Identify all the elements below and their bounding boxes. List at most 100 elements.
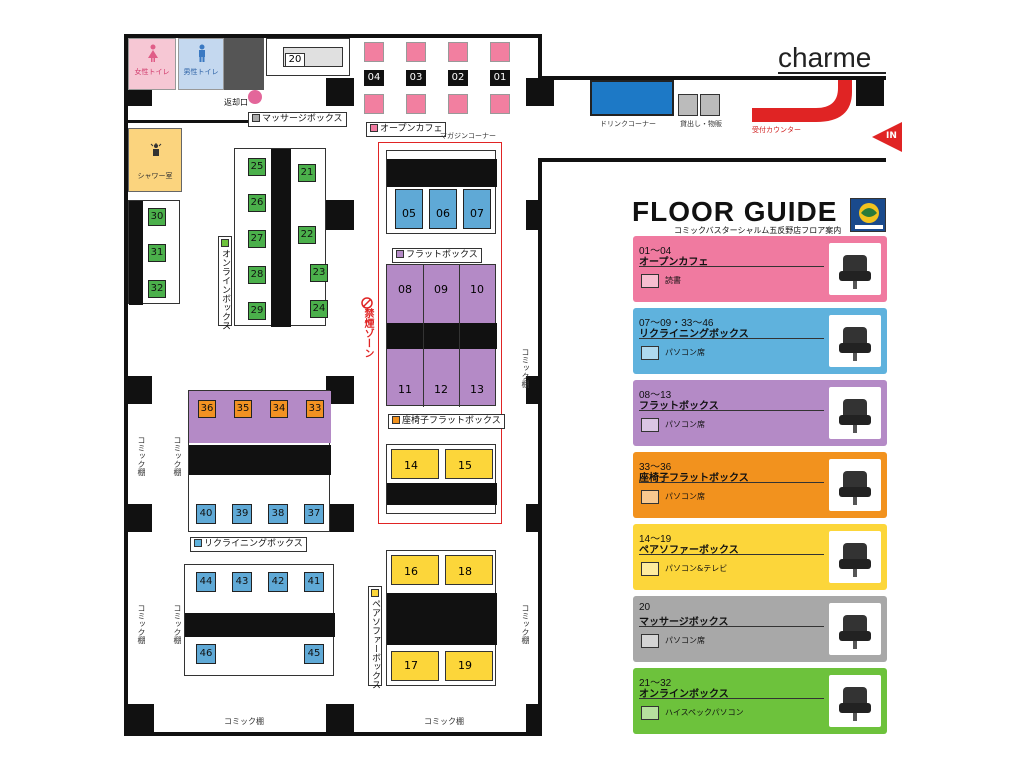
seat-45[interactable]: 45: [304, 644, 324, 664]
seat-layout-icon: [641, 706, 659, 720]
seat-layout-icon: [641, 562, 659, 576]
seat-29[interactable]: 29: [248, 302, 266, 320]
guide-card-name: オンラインボックス: [639, 689, 729, 700]
wall-right-lower: [538, 160, 542, 736]
guide-card-seat-numbers: 08～13: [639, 390, 672, 401]
seat-40[interactable]: 40: [196, 504, 216, 524]
guide-card-description: パソコン席: [665, 636, 705, 645]
seat-04[interactable]: 04: [364, 70, 384, 86]
chair-photo-icon: [829, 459, 881, 511]
comic-shelf-label: コミック棚: [521, 604, 530, 644]
seat-09[interactable]: 09: [434, 283, 448, 296]
zone-color-swatch: [221, 239, 229, 247]
wall-mid-right: [538, 158, 886, 162]
rental-shelf: [678, 94, 698, 116]
seat-03[interactable]: 03: [406, 70, 426, 86]
zone-color-swatch: [371, 589, 379, 597]
seat-23[interactable]: 23: [310, 264, 328, 282]
cafe-chair: [364, 42, 384, 62]
seat-02[interactable]: 02: [448, 70, 468, 86]
seat-25[interactable]: 25: [248, 158, 266, 176]
wall-top-right: [538, 76, 886, 80]
rental-shelf: [700, 94, 720, 116]
seat-35[interactable]: 35: [234, 400, 252, 418]
entrance-arrow: [872, 122, 902, 152]
seat-19[interactable]: 19: [458, 659, 472, 672]
seat-33[interactable]: 33: [306, 400, 324, 418]
sofa: [391, 449, 439, 479]
guide-card-name: オープンカフェ: [639, 257, 709, 268]
guide-card-description: ハイスペックパソコン: [665, 708, 744, 717]
seat-24[interactable]: 24: [310, 300, 328, 318]
guide-card-description: パソコン&テレビ: [665, 564, 728, 573]
seat-20[interactable]: 20: [285, 53, 305, 67]
zone-tag-massage: マッサージボックス: [248, 112, 347, 127]
recliner-chair: [463, 189, 491, 229]
seat-42[interactable]: 42: [268, 572, 288, 592]
guide-card-divider: [639, 338, 824, 339]
seat-26[interactable]: 26: [248, 194, 266, 212]
guide-card: 20 マッサージボックスパソコン席: [633, 596, 887, 662]
seat-08[interactable]: 08: [398, 283, 412, 296]
seat-41[interactable]: 41: [304, 572, 324, 592]
zone-color-swatch: [392, 416, 400, 424]
guide-card-description: 読書: [665, 276, 681, 285]
seat-44[interactable]: 44: [196, 572, 216, 592]
comic-shelf-label: コミック棚: [224, 717, 264, 726]
seat-37[interactable]: 37: [304, 504, 324, 524]
zone-tag-pair-sofa: ペアソファーボックス: [368, 586, 382, 689]
seat-38[interactable]: 38: [268, 504, 288, 524]
floor-guide-title: FLOOR GUIDE: [632, 196, 838, 227]
seat-31[interactable]: 31: [148, 244, 166, 262]
guide-card-description: パソコン席: [665, 420, 705, 429]
guide-card-divider: [639, 626, 824, 627]
seat-36[interactable]: 36: [198, 400, 216, 418]
wall-right-upper: [538, 34, 542, 78]
recliner-chair: [395, 189, 423, 229]
seat-32[interactable]: 32: [148, 280, 166, 298]
guide-card-seat-numbers: 20: [639, 602, 651, 613]
guide-card-name: マッサージボックス: [639, 617, 729, 628]
zone-tag-label: オンラインボックス: [220, 249, 230, 330]
seat-43[interactable]: 43: [232, 572, 252, 592]
seat-11[interactable]: 11: [398, 383, 412, 396]
seat-21[interactable]: 21: [298, 164, 316, 182]
guide-card-divider: [639, 482, 824, 483]
seat-39[interactable]: 39: [232, 504, 252, 524]
no-smoking-frame: [378, 142, 502, 524]
seat-22[interactable]: 22: [298, 226, 316, 244]
seat-27[interactable]: 27: [248, 230, 266, 248]
guide-card-divider: [639, 266, 824, 267]
seat-12[interactable]: 12: [434, 383, 448, 396]
desk-row: [387, 593, 497, 645]
women-toilet-label: 女性トイレ: [134, 68, 170, 76]
desk-column: [271, 149, 291, 327]
seat-05[interactable]: 05: [402, 207, 416, 220]
seat-10[interactable]: 10: [470, 283, 484, 296]
seat-30[interactable]: 30: [148, 208, 166, 226]
seat-07[interactable]: 07: [470, 207, 484, 220]
seat-01[interactable]: 01: [490, 70, 510, 86]
seat-28[interactable]: 28: [248, 266, 266, 284]
zone-tag-flat: フラットボックス: [392, 248, 482, 263]
seat-18[interactable]: 18: [458, 565, 472, 578]
cafe-chair: [364, 94, 384, 114]
chair-photo-icon: [829, 387, 881, 439]
seat-34[interactable]: 34: [270, 400, 288, 418]
zone-tag-label: リクライニングボックス: [204, 539, 303, 549]
seat-14[interactable]: 14: [404, 459, 418, 472]
seat-17[interactable]: 17: [404, 659, 418, 672]
logo-underline: [778, 72, 886, 74]
seat-13[interactable]: 13: [470, 383, 484, 396]
seat-16[interactable]: 16: [404, 565, 418, 578]
pillar: [326, 78, 354, 106]
pillar: [326, 200, 354, 230]
pillar: [526, 200, 542, 230]
seat-15[interactable]: 15: [458, 459, 472, 472]
entrance-arrow-icon: [872, 122, 902, 152]
pillar: [124, 376, 152, 404]
seat-06[interactable]: 06: [436, 207, 450, 220]
seat-46[interactable]: 46: [196, 644, 216, 664]
pillar: [526, 704, 542, 734]
